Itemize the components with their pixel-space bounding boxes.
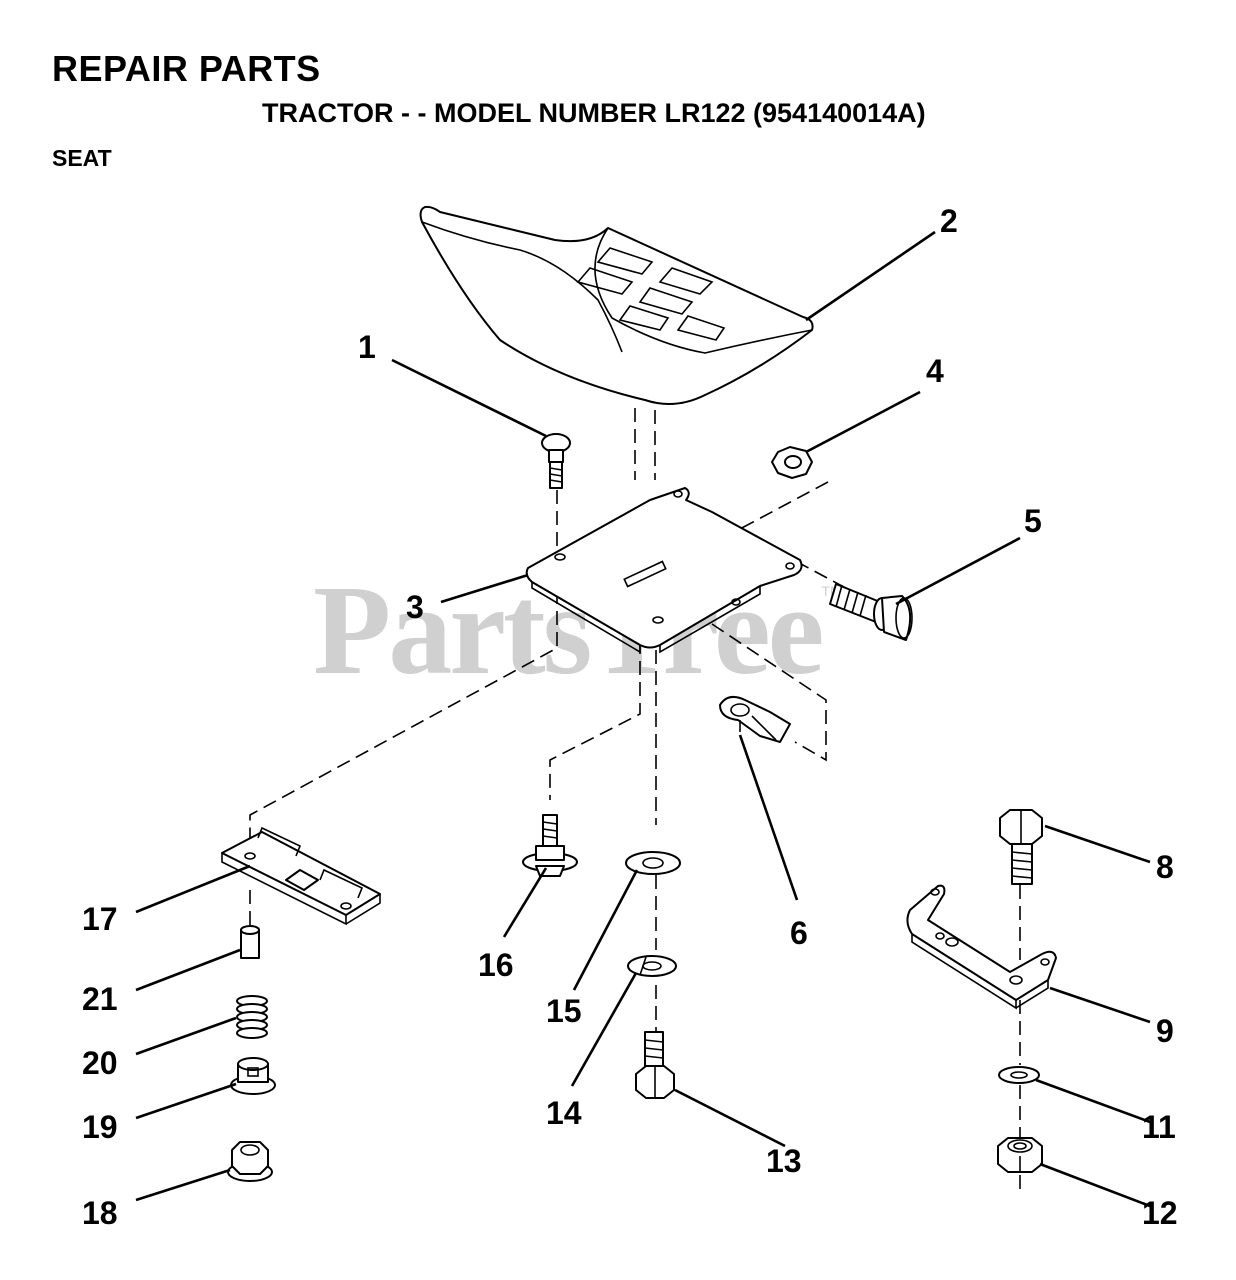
- slide-plate: [221, 826, 381, 926]
- callout-21: 21: [82, 981, 118, 1017]
- page-title: REPAIR PARTS: [52, 48, 321, 89]
- seat-pan-bracket: [525, 487, 803, 654]
- callout-16: 16: [478, 947, 514, 983]
- callout-15: 15: [546, 993, 582, 1029]
- washer: [998, 1066, 1040, 1084]
- callout-13: 13: [766, 1143, 802, 1179]
- callout-1: 1: [358, 329, 376, 365]
- shoulder-bolt: [829, 583, 913, 641]
- carriage-bolt: [541, 433, 571, 489]
- hex-bolt-8: [999, 809, 1043, 885]
- clip: [719, 695, 791, 743]
- flat-washer: [625, 851, 681, 875]
- bushing: [230, 1057, 276, 1095]
- pin: [240, 925, 260, 959]
- callout-6: 6: [790, 915, 808, 951]
- callout-18: 18: [82, 1195, 118, 1231]
- leader-lines: [135, 230, 1151, 1208]
- callout-8: 8: [1156, 849, 1174, 885]
- callout-numbers: 1 2 3 4 5 6 8 9 11 12 13 14 15 16 17 18 …: [82, 203, 1178, 1231]
- callout-3: 3: [406, 589, 424, 625]
- callout-17: 17: [82, 901, 118, 937]
- lock-washer: [627, 955, 677, 977]
- hex-nut: [771, 446, 813, 479]
- section-label: SEAT: [52, 145, 112, 171]
- callout-20: 20: [82, 1045, 118, 1081]
- callout-5: 5: [1024, 503, 1042, 539]
- model-subtitle: TRACTOR - - MODEL NUMBER LR122 (95414001…: [262, 98, 926, 128]
- callout-11: 11: [1142, 1109, 1176, 1145]
- seat: [419, 205, 814, 405]
- flange-bolt: [522, 814, 578, 877]
- spring: [236, 995, 268, 1039]
- flange-nut: [227, 1141, 273, 1182]
- callout-9: 9: [1156, 1013, 1174, 1049]
- bracket: [906, 884, 1057, 1010]
- callout-14: 14: [546, 1095, 582, 1131]
- assembly-lines: [249, 408, 1021, 1195]
- callout-12: 12: [1142, 1195, 1178, 1231]
- callout-19: 19: [82, 1109, 118, 1145]
- callout-2: 2: [940, 203, 958, 239]
- lock-nut: [997, 1137, 1043, 1173]
- hex-bolt-13: [635, 1031, 675, 1099]
- callout-4: 4: [926, 353, 944, 389]
